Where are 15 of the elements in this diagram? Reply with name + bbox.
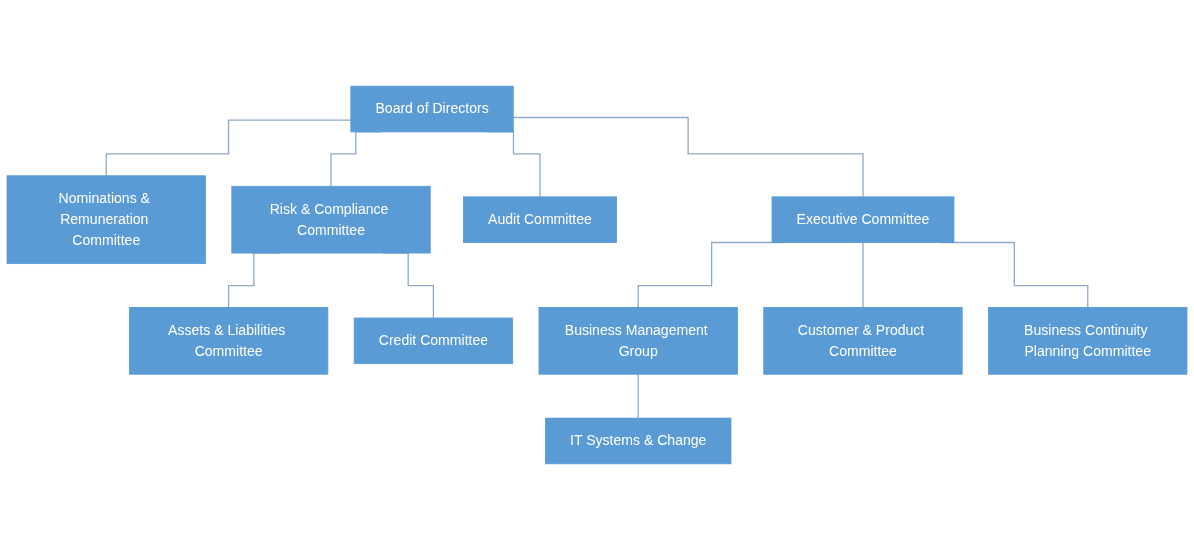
- node-box: Board of Directors: [350, 85, 514, 133]
- node-box: Risk & Compliance Committee: [231, 185, 431, 254]
- connector: [637, 373, 639, 419]
- node-box: Credit Committee: [353, 317, 514, 365]
- connector: [105, 119, 352, 177]
- node-box: Customer & Product Committee: [763, 307, 963, 375]
- node-box: Nominations & Remuneration Committee: [6, 175, 206, 265]
- connector: [512, 116, 864, 198]
- node-box: IT Systems & Change: [545, 417, 732, 465]
- node-box: Business Management Group: [538, 307, 738, 375]
- node-box: Audit Committee: [463, 196, 617, 243]
- node-box: Business Continuity Planning Committee: [988, 307, 1188, 375]
- connector: [862, 241, 864, 309]
- node-box: Assets & Liabilities Committee: [128, 307, 329, 375]
- node-box: Executive Committee: [771, 196, 955, 243]
